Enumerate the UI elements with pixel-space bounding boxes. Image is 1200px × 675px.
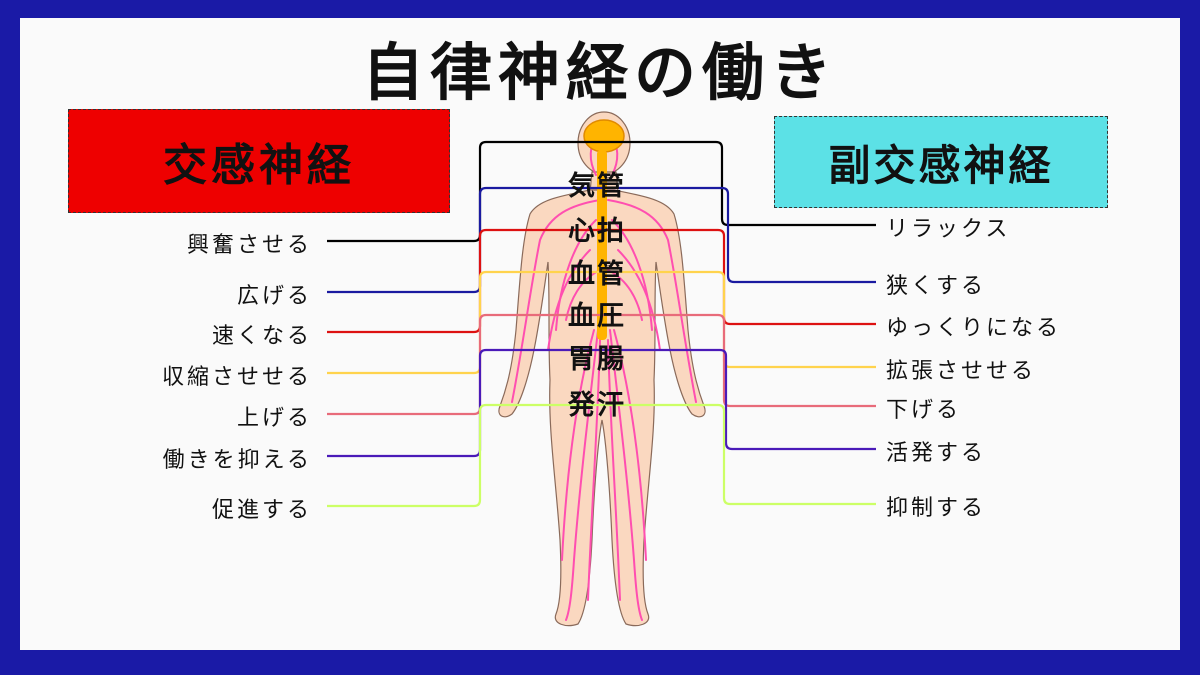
connector-right-6	[640, 403, 876, 506]
parasympathetic-effect-label: ゆっくりになる	[886, 316, 1062, 341]
organ-label: 気管	[568, 171, 626, 202]
organ-label: 胃腸	[568, 344, 626, 375]
sympathetic-effect-label: 興奮させる	[186, 233, 312, 258]
connector-right-0	[640, 140, 876, 227]
sympathetic-effect-label: 上げる	[236, 406, 312, 431]
parasympathetic-effect-label: 活発する	[886, 441, 987, 466]
sympathetic-effect-label: 速くなる	[211, 324, 312, 349]
parasympathetic-effect-label: 拡張させせる	[886, 359, 1037, 384]
connector-right-4	[640, 313, 876, 408]
organ-label: 心拍	[568, 216, 626, 247]
connector-left-6	[327, 403, 640, 508]
nerve-network	[511, 137, 697, 621]
sympathetic-effect-label: 収縮させせる	[161, 365, 312, 390]
parasympathetic-effect-label: 下げる	[886, 398, 962, 423]
brain-icon	[583, 119, 625, 153]
connector-right-5	[640, 348, 876, 451]
connector-right-1	[640, 186, 876, 284]
organ-label: 血管	[568, 259, 626, 290]
page-title: 自律神経の働き	[361, 36, 838, 109]
sympathetic-effect-label: 促進する	[211, 498, 312, 523]
parasympathetic-effect-label: 抑制する	[886, 496, 987, 521]
sympathetic-effect-label: 働きを抑える	[162, 448, 312, 473]
parasympathetic-effect-label: 狭くする	[886, 274, 987, 299]
organ-label: 発汗	[568, 390, 626, 421]
organ-label: 血圧	[568, 301, 626, 332]
parasympathetic-effect-label: リラックス	[886, 217, 1011, 242]
parasympathetic-nerve-box: 副交感神経	[774, 116, 1108, 208]
sympathetic-nerve-box: 交感神経	[68, 109, 450, 213]
connector-lines	[327, 140, 876, 508]
sympathetic-effect-label: 広げる	[236, 284, 312, 309]
spinal-cord	[597, 150, 607, 340]
connector-left-5	[327, 348, 640, 458]
